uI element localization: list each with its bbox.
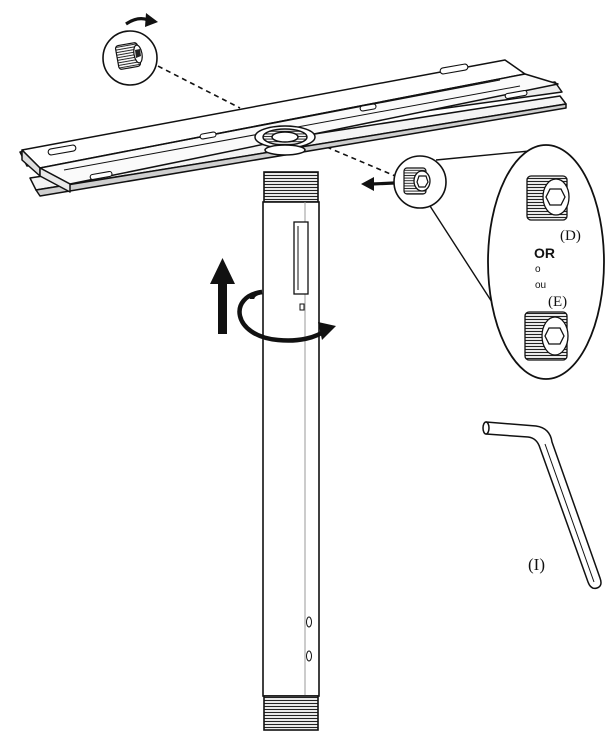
mounting-plate (19, 59, 567, 197)
set-screw-icon (114, 42, 143, 70)
screw-head-icon (403, 167, 431, 195)
screw-d-icon (526, 175, 570, 221)
center-threaded-hole (254, 125, 316, 156)
label-screw-e: (E) (548, 294, 567, 310)
allen-key (482, 421, 602, 590)
label-screw-d: (D) (560, 228, 581, 244)
direction-arrow-icon (125, 13, 158, 27)
label-allen-key: (I) (528, 555, 545, 574)
label-or-fr-1: o (535, 264, 541, 275)
set-screw-inset (102, 30, 158, 86)
label-or-fr-2: ou (535, 280, 546, 291)
up-arrow-icon (210, 258, 235, 334)
screw-e-icon (524, 311, 569, 361)
alignment-lines (149, 61, 401, 179)
screw-options-inset (487, 144, 605, 380)
label-or: OR (534, 245, 555, 261)
screw-inset-small (393, 155, 447, 209)
direction-arrow-icon-left (361, 177, 395, 191)
extension-pole (262, 171, 320, 731)
plate-slots (47, 63, 528, 181)
rotate-arrow-icon (237, 289, 336, 343)
labels: (D) OR o ou (E) (I) (528, 228, 581, 574)
